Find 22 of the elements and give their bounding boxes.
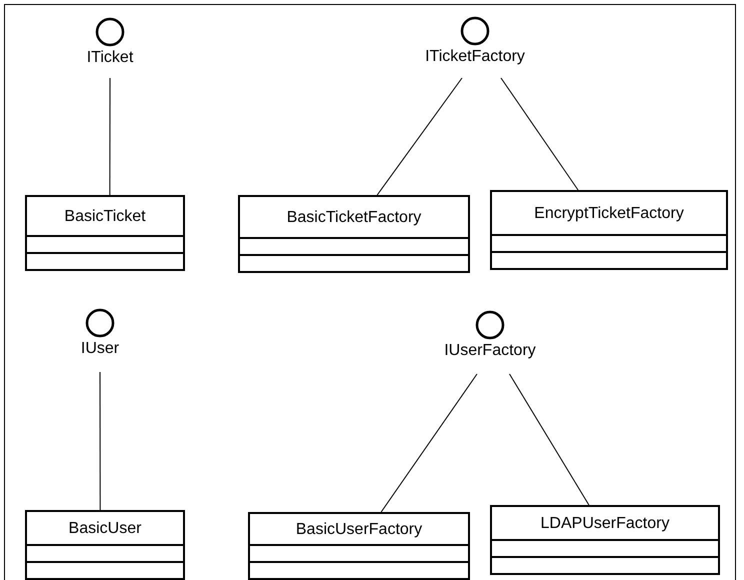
connector-line [109,78,110,196]
class-name: LDAPUserFactory [540,515,670,533]
connector-line [509,374,590,506]
connector-line [500,78,579,190]
connector-line [100,372,101,510]
class-box [490,505,720,575]
connector-line [376,78,462,196]
class-name: EncryptTicketFactory [534,205,684,223]
interface-name: ITicket [86,49,134,67]
interface-name: IUserFactory [444,342,536,360]
class-box [25,195,185,271]
connector-line [380,374,478,512]
class-box [248,512,470,580]
class-box [25,510,185,580]
class-name: BasicTicketFactory [286,209,422,227]
class-name: BasicTicket [64,208,146,226]
class-name: BasicUserFactory [296,521,422,539]
interface-name: ITicketFactory [425,48,525,66]
class-box [238,195,470,273]
class-box [490,190,728,270]
interface-name: IUser [80,340,120,358]
class-name: BasicUser [68,520,142,538]
